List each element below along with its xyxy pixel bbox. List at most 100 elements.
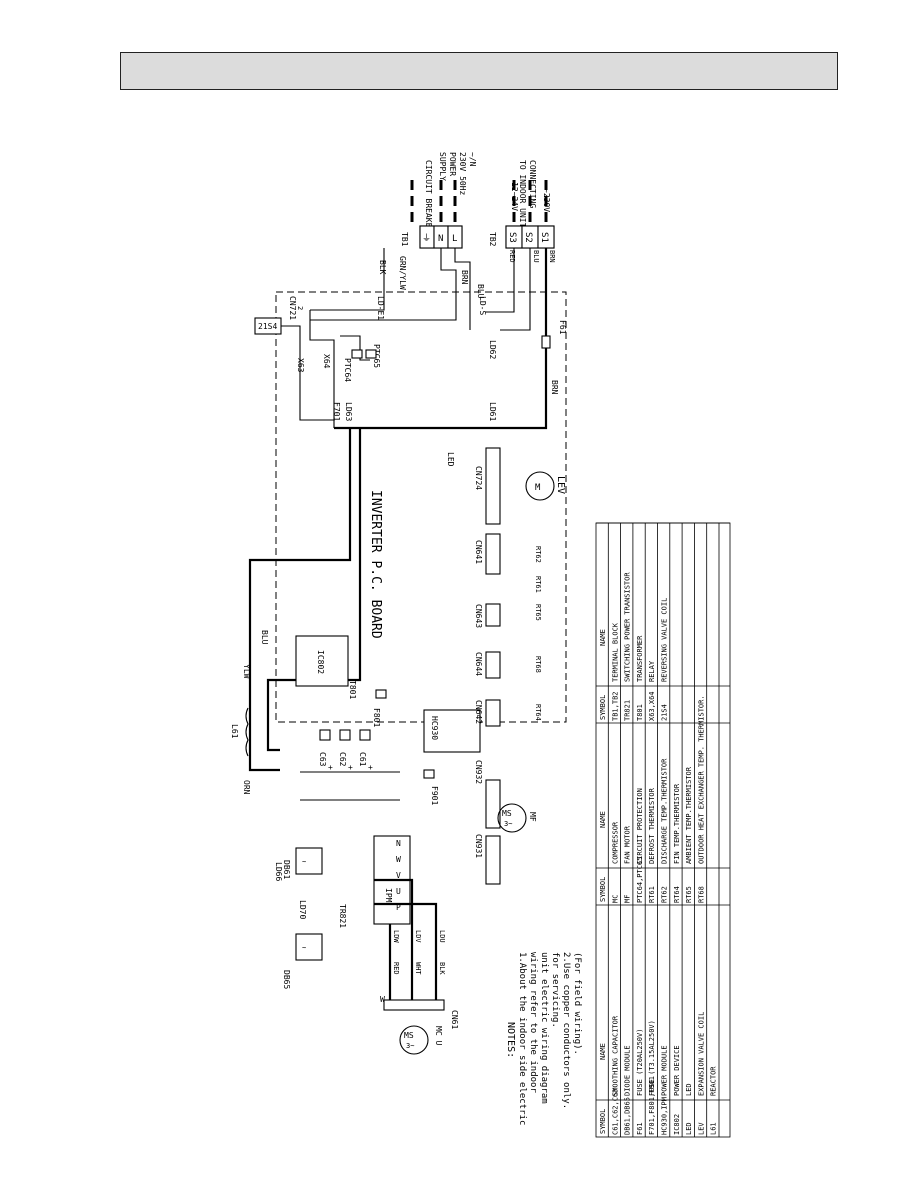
c63-label: C63 xyxy=(318,752,327,767)
legend-header-symbol: SYMBOL xyxy=(599,877,607,902)
tb1-ground-symbol: ⏚ xyxy=(422,233,431,244)
wht-label: WHT xyxy=(414,962,422,975)
note-line-2: wiring refer to the indoor xyxy=(528,952,538,1093)
db65-tilde: ~ xyxy=(302,944,306,952)
legend-symbol-cell: LED xyxy=(685,1122,693,1135)
fuse-f801 xyxy=(375,689,387,699)
diode-module-db65 xyxy=(295,933,323,961)
ylw-label: YLW xyxy=(242,664,251,679)
db61-tilde: ~ xyxy=(302,858,306,866)
fan-3phase-label: 3~ xyxy=(504,820,512,828)
legend-name-cell: FAN MOTOR xyxy=(624,825,632,864)
compressor-ms-label: MS xyxy=(404,1031,414,1040)
notes-block: NOTES: 1.About the indoor side electric … xyxy=(505,952,582,1125)
control-power: IC802 T801 F801 HC930 F901 xyxy=(295,635,481,805)
legend-name-cell: SMOOTHING CAPACITOR xyxy=(611,1015,619,1096)
voltage-230-label: ~230V xyxy=(542,188,551,212)
legend-header-name: NAME xyxy=(599,629,607,646)
compressor-motor-icon xyxy=(399,1025,429,1055)
section-header-bar xyxy=(120,52,838,90)
voltage-12-24-label: 12~24V xyxy=(510,182,519,211)
compressor-3phase-label: 3~ xyxy=(406,1042,414,1050)
legend-name-cell: OUTDOOR HEAT EXCHANGER TEMP. THERMISTOR. xyxy=(697,695,705,864)
ld-e1-label: LD-E1 xyxy=(376,296,385,320)
tb2-s1-label: S1 xyxy=(539,232,549,243)
legend-name-cell: POWER DEVICE xyxy=(673,1045,681,1096)
s21s4-label: 21S4 xyxy=(258,322,277,331)
legend-name-cell: DEFROST THERMISTOR xyxy=(648,787,656,864)
db61-label: DB61 xyxy=(282,860,291,879)
wire-grn-ylw-label: GRN/YLW xyxy=(398,256,407,290)
diode-module-db61 xyxy=(295,847,323,875)
connector-cn642 xyxy=(485,699,501,727)
cn931-label: CN931 xyxy=(474,834,483,858)
power-supply-label: ~/N xyxy=(468,152,477,167)
cn643-label: CN643 xyxy=(474,604,483,628)
legend-symbol-cell: RT61 xyxy=(648,886,656,903)
ipm-u-label: U xyxy=(396,887,401,896)
fan-ms-label: MS xyxy=(502,809,512,818)
power-wires: BLK GRN/YLW BRN BLU RED BLU BRN BRN xyxy=(310,248,559,430)
wire-blu2-label: BLU xyxy=(532,250,540,263)
ptc65 xyxy=(365,349,377,359)
tb2-s3-label: S3 xyxy=(507,232,517,243)
fuse-f901 xyxy=(423,769,435,779)
wire-brn3-label: BRN xyxy=(550,380,559,395)
reactor-loop: L61 YLW ORN BLU xyxy=(230,428,362,795)
board-outline xyxy=(275,291,567,723)
indoor-unit-label: TO INDOOR UNIT xyxy=(518,160,527,228)
ld63-label: LD63 xyxy=(344,402,353,421)
ipm-p-label: P xyxy=(396,903,401,912)
connector-cn932 xyxy=(485,779,501,829)
legend-symbol-cell: IC802 xyxy=(673,1114,681,1135)
legend-name-cell: COMPRESSOR xyxy=(611,821,619,864)
legend-symbol-cell: HC930,IPM xyxy=(661,1097,669,1135)
tb1-label: TB1 xyxy=(400,232,409,247)
legend-header-symbol: SYMBOL xyxy=(599,695,607,720)
legend-symbol-cell: X63,X64 xyxy=(648,691,656,721)
note-line-1: 1.About the indoor side electric xyxy=(517,952,527,1125)
legend-symbol-cell: TB1,TB2 xyxy=(611,691,619,721)
rt64-label: RT64 xyxy=(534,704,542,721)
legend-header-symbol: SYMBOL xyxy=(599,1109,607,1134)
c61-label: C61 xyxy=(358,752,367,767)
f801-label: F801 xyxy=(372,708,381,727)
compressor-wires: LDW LDV LDU RED WHT BLK CN61 MS 3~ MC U … xyxy=(374,878,459,1055)
connector-cn641 xyxy=(485,533,501,575)
legend-name-cell: AMBIENT TEMP.THERMISTOR xyxy=(685,766,693,864)
legend-symbol-cell: RT65 xyxy=(685,886,693,903)
legend-name-cell: POWER MODULE xyxy=(661,1045,669,1096)
legend-header-name: NAME xyxy=(599,811,607,828)
legend-name-cell: REACTOR xyxy=(710,1066,718,1096)
lev-m-label: M xyxy=(535,483,541,493)
power-supply-word: POWER xyxy=(448,152,457,176)
x64-label: X64 xyxy=(322,354,331,369)
ic802-box xyxy=(295,635,349,687)
board-top-labels: LD-E1 LD-S LD62 LD61 LD63 F701 F61 X63 X… xyxy=(254,296,567,428)
cn721-label: CN721 xyxy=(288,296,297,320)
ld61-label: LD61 xyxy=(488,402,497,421)
connector-cn724 xyxy=(485,447,501,525)
power-supply-voltage: 230V 50Hz xyxy=(458,152,467,196)
legend-symbol-cell: RT62 xyxy=(661,886,669,903)
ptc64 xyxy=(351,349,363,359)
legend-name-cell: SWITCHING POWER TRANSISTOR xyxy=(624,572,632,682)
legend-symbol-cell: LEV xyxy=(697,1122,705,1135)
c63-plus: + xyxy=(328,763,333,772)
lev-motor-icon xyxy=(525,471,555,501)
cn641-label: CN641 xyxy=(474,540,483,564)
legend-symbol-cell: C61,C62,C63 xyxy=(611,1089,619,1135)
ic802-label: IC802 xyxy=(316,650,325,674)
ldv-label: LDV xyxy=(414,930,422,943)
legend-symbol-cell: F61 xyxy=(636,1122,644,1135)
f901-label: F901 xyxy=(430,786,439,805)
legend-symbol-cell: DB61,DB65 xyxy=(624,1097,632,1135)
led-label: LED xyxy=(446,452,455,467)
wire-brn-label: BRN xyxy=(460,270,469,285)
cn724-label: CN724 xyxy=(474,466,483,490)
rt62-label: RT62 xyxy=(534,546,542,563)
legend-symbol-cell: PTC64,PTC65 xyxy=(636,857,644,903)
ipm-v-label: V xyxy=(396,871,401,880)
orn-label: ORN xyxy=(242,780,251,795)
